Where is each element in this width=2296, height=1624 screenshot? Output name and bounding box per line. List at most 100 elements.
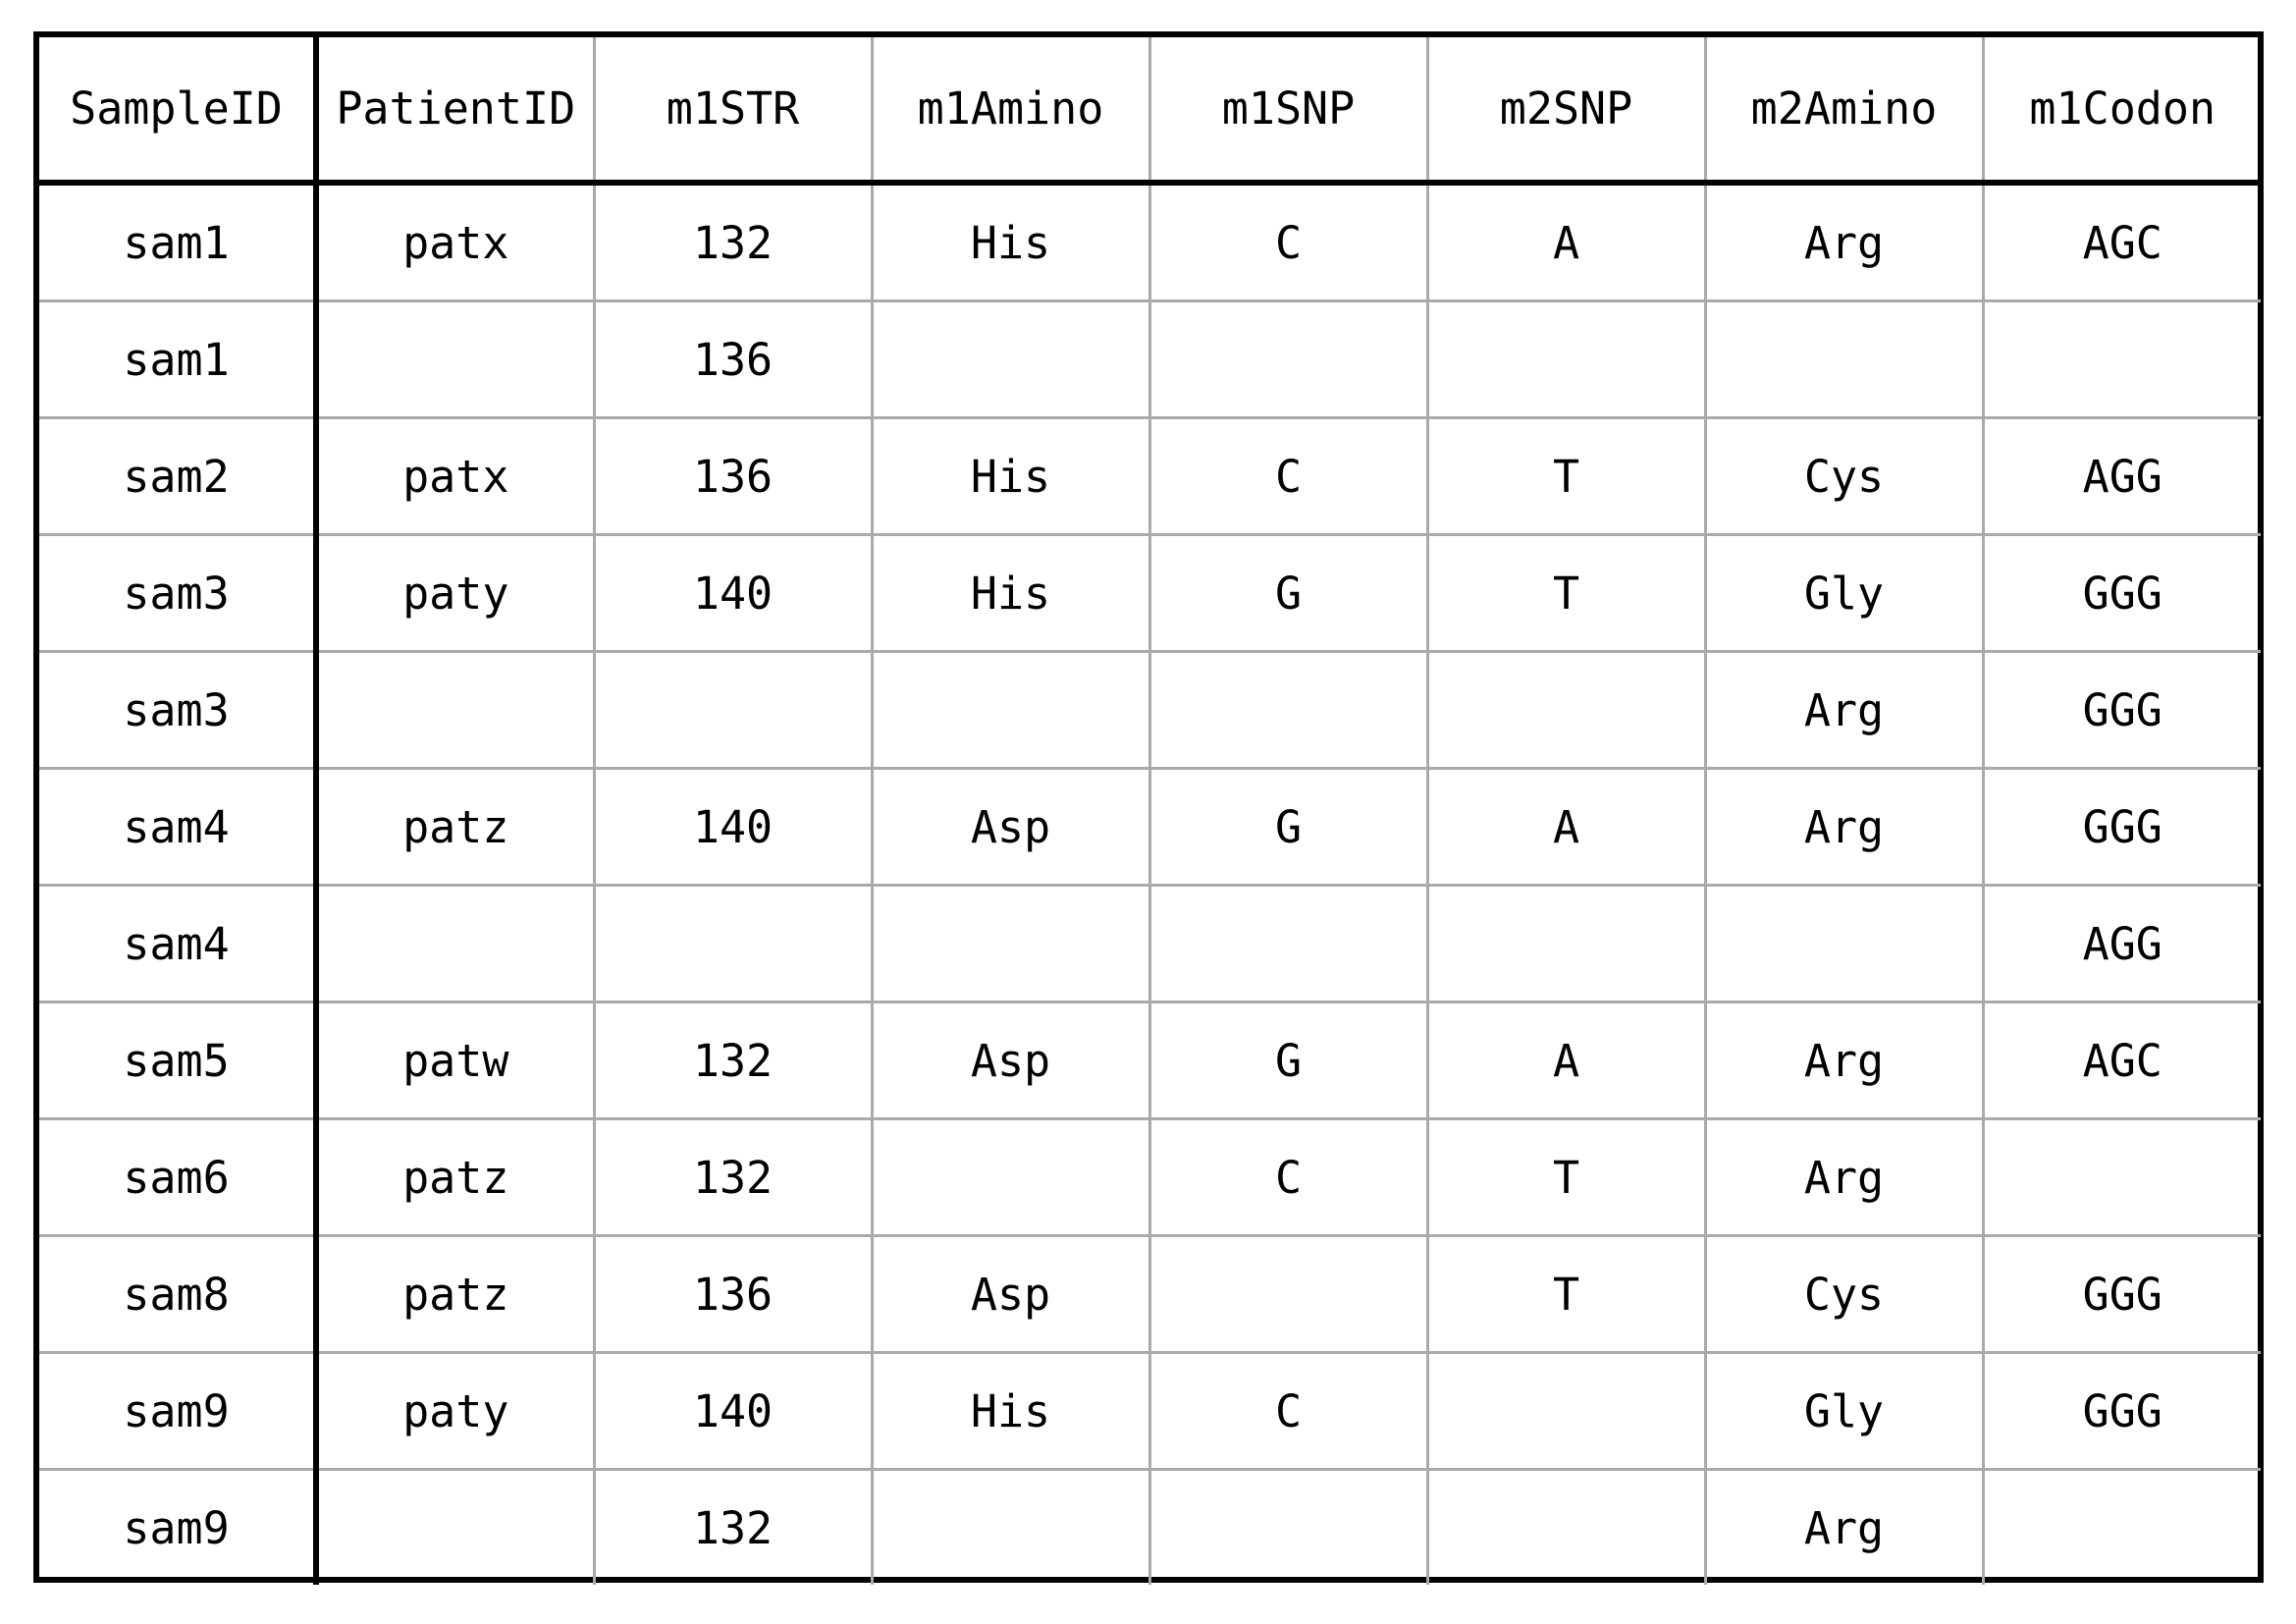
column-header-patientid: PatientID (314, 37, 596, 186)
cell-patientid (314, 884, 596, 1003)
cell-m2snp (1425, 650, 1707, 770)
cell-m1codon (1981, 299, 2261, 419)
column-header-m1codon: m1Codon (1981, 37, 2261, 186)
cell-patientid: patz (314, 1117, 596, 1237)
cell-m1snp: C (1148, 181, 1429, 302)
cell-m2snp: T (1425, 1234, 1707, 1354)
column-header-m1str: m1STR (592, 37, 874, 186)
data-table: SampleID PatientID m1STR m1Amino m1SNP m… (39, 37, 2261, 1585)
cell-sampleid: sam1 (39, 299, 319, 419)
cell-patientid: patz (314, 1234, 596, 1354)
cell-m1codon: AGG (1981, 416, 2261, 536)
cell-m1codon (1981, 1468, 2261, 1585)
cell-m1str: 140 (592, 533, 874, 653)
cell-m1str: 140 (592, 767, 874, 887)
cell-m1amino (870, 299, 1151, 419)
cell-m1amino (870, 1468, 1151, 1585)
cell-m2amino: Cys (1703, 416, 1985, 536)
cell-sampleid: sam3 (39, 650, 319, 770)
cell-m1amino (870, 1117, 1151, 1237)
cell-m1snp: C (1148, 416, 1429, 536)
cell-patientid: patz (314, 767, 596, 887)
cell-m2snp: T (1425, 1117, 1707, 1237)
cell-m2amino: Arg (1703, 1001, 1985, 1120)
cell-sampleid: sam4 (39, 767, 319, 887)
cell-m2amino: Arg (1703, 1468, 1985, 1585)
cell-m1str: 132 (592, 1117, 874, 1237)
cell-m1str: 136 (592, 1234, 874, 1354)
cell-sampleid: sam6 (39, 1117, 319, 1237)
cell-m1amino: Asp (870, 1234, 1151, 1354)
cell-m2amino (1703, 884, 1985, 1003)
cell-m1codon: GGG (1981, 1351, 2261, 1471)
cell-m1codon: AGG (1981, 884, 2261, 1003)
cell-m2amino: Arg (1703, 181, 1985, 302)
cell-m1str (592, 650, 874, 770)
cell-sampleid: sam5 (39, 1001, 319, 1120)
cell-patientid: patx (314, 181, 596, 302)
cell-sampleid: sam3 (39, 533, 319, 653)
cell-m1str: 140 (592, 1351, 874, 1471)
cell-patientid: paty (314, 1351, 596, 1471)
cell-m1codon: GGG (1981, 767, 2261, 887)
cell-sampleid: sam2 (39, 416, 319, 536)
column-header-m2snp: m2SNP (1425, 37, 1707, 186)
cell-m1snp (1148, 299, 1429, 419)
cell-m1codon: AGC (1981, 181, 2261, 302)
cell-m2snp (1425, 1351, 1707, 1471)
cell-sampleid: sam9 (39, 1468, 319, 1585)
cell-m1amino: His (870, 416, 1151, 536)
cell-m1str: 132 (592, 181, 874, 302)
cell-m1codon: GGG (1981, 650, 2261, 770)
cell-m1snp (1148, 884, 1429, 1003)
cell-m1str: 136 (592, 416, 874, 536)
cell-m1amino: His (870, 181, 1151, 302)
cell-m1snp: G (1148, 1001, 1429, 1120)
header-row: SampleID PatientID m1STR m1Amino m1SNP m… (39, 37, 2261, 186)
cell-m2amino: Gly (1703, 533, 1985, 653)
cell-patientid (314, 299, 596, 419)
cell-m1snp (1148, 1468, 1429, 1585)
cell-m2snp: A (1425, 181, 1707, 302)
cell-m1amino: His (870, 533, 1151, 653)
cell-m1str: 132 (592, 1468, 874, 1585)
cell-sampleid: sam9 (39, 1351, 319, 1471)
cell-m2snp: A (1425, 1001, 1707, 1120)
cell-patientid: paty (314, 533, 596, 653)
cell-m1snp: C (1148, 1351, 1429, 1471)
cell-sampleid: sam1 (39, 181, 319, 302)
cell-m1amino (870, 884, 1151, 1003)
cell-m2snp: T (1425, 416, 1707, 536)
cell-m2snp (1425, 299, 1707, 419)
cell-m1codon: GGG (1981, 1234, 2261, 1354)
column-header-m1snp: m1SNP (1148, 37, 1429, 186)
column-header-m2amino: m2Amino (1703, 37, 1985, 186)
cell-sampleid: sam8 (39, 1234, 319, 1354)
cell-m1str (592, 884, 874, 1003)
cell-m2snp: T (1425, 533, 1707, 653)
cell-m2snp (1425, 884, 1707, 1003)
cell-m2amino: Cys (1703, 1234, 1985, 1354)
cell-m1snp (1148, 1234, 1429, 1354)
cell-m1codon (1981, 1117, 2261, 1237)
cell-m1str: 136 (592, 299, 874, 419)
cell-m2amino: Arg (1703, 650, 1985, 770)
cell-m2snp: A (1425, 767, 1707, 887)
cell-m1codon: AGC (1981, 1001, 2261, 1120)
cell-patientid (314, 650, 596, 770)
cell-m2amino: Arg (1703, 767, 1985, 887)
cell-m1codon: GGG (1981, 533, 2261, 653)
cell-m1amino: His (870, 1351, 1151, 1471)
cell-m1amino: Asp (870, 1001, 1151, 1120)
cell-m2amino: Gly (1703, 1351, 1985, 1471)
column-header-sampleid: SampleID (39, 37, 319, 186)
